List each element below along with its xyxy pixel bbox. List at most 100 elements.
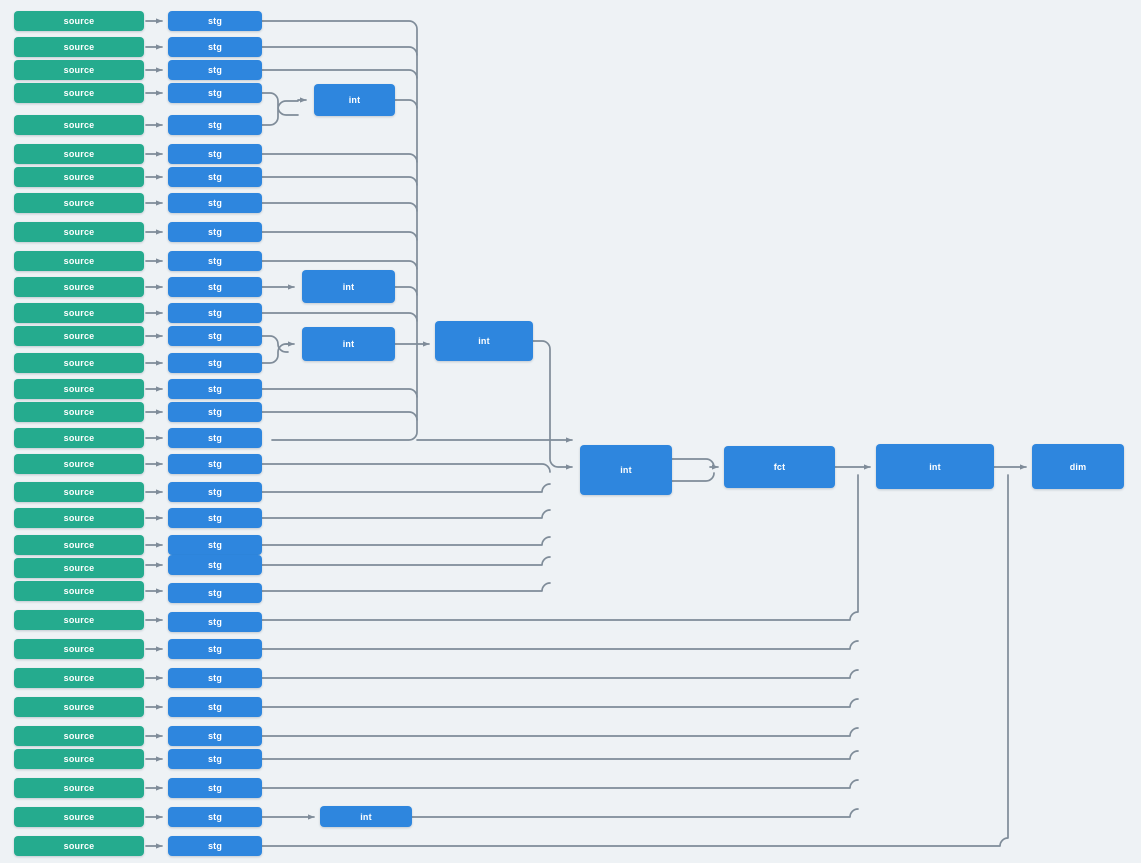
node-stg9[interactable]: stg: [168, 222, 262, 242]
node-stg21[interactable]: stg: [168, 535, 262, 555]
node-src9[interactable]: source: [14, 222, 144, 242]
node-label: fct: [773, 462, 786, 472]
node-label: stg: [207, 407, 223, 417]
node-label: stg: [207, 433, 223, 443]
node-stg14[interactable]: stg: [168, 353, 262, 373]
lower-bus-edges: [261, 474, 859, 818]
node-label: stg: [207, 384, 223, 394]
node-stg29[interactable]: stg: [168, 749, 262, 769]
node-stg11[interactable]: stg: [168, 277, 262, 297]
node-label: stg: [207, 172, 223, 182]
node-stg3[interactable]: stg: [168, 60, 262, 80]
node-stg22[interactable]: stg: [168, 555, 262, 575]
node-label: source: [63, 88, 95, 98]
node-stg2[interactable]: stg: [168, 37, 262, 57]
node-src6[interactable]: source: [14, 144, 144, 164]
node-int2[interactable]: int: [302, 270, 395, 303]
node-src10[interactable]: source: [14, 251, 144, 271]
node-src26[interactable]: source: [14, 668, 144, 688]
node-src31[interactable]: source: [14, 807, 144, 827]
node-stg4[interactable]: stg: [168, 83, 262, 103]
node-src12[interactable]: source: [14, 303, 144, 323]
node-stg31[interactable]: stg: [168, 807, 262, 827]
node-stg24[interactable]: stg: [168, 612, 262, 632]
node-stg18[interactable]: stg: [168, 454, 262, 474]
node-label: dim: [1069, 461, 1087, 472]
node-label: source: [63, 586, 95, 596]
node-src16[interactable]: source: [14, 402, 144, 422]
node-src17[interactable]: source: [14, 428, 144, 448]
node-int1[interactable]: int: [314, 84, 395, 116]
node-src21[interactable]: source: [14, 535, 144, 555]
node-stg13[interactable]: stg: [168, 326, 262, 346]
node-int5[interactable]: int: [580, 445, 672, 495]
node-int4[interactable]: int: [435, 321, 533, 361]
node-label: stg: [207, 513, 223, 523]
node-int7[interactable]: int: [320, 806, 412, 827]
node-label: stg: [207, 282, 223, 292]
node-src13[interactable]: source: [14, 326, 144, 346]
node-src5[interactable]: source: [14, 115, 144, 135]
node-label: stg: [207, 560, 223, 570]
node-label: stg: [207, 256, 223, 266]
mid-bus-edges: [261, 463, 551, 592]
node-src18[interactable]: source: [14, 454, 144, 474]
node-fct1[interactable]: fct: [724, 446, 835, 488]
node-src23[interactable]: source: [14, 581, 144, 601]
node-label: int: [342, 339, 355, 349]
node-int3[interactable]: int: [302, 327, 395, 361]
node-src24[interactable]: source: [14, 610, 144, 630]
node-src25[interactable]: source: [14, 639, 144, 659]
node-label: source: [63, 308, 95, 318]
node-int6[interactable]: int: [876, 444, 994, 489]
node-src3[interactable]: source: [14, 60, 144, 80]
node-stg7[interactable]: stg: [168, 167, 262, 187]
node-src20[interactable]: source: [14, 508, 144, 528]
node-src7[interactable]: source: [14, 167, 144, 187]
node-stg16[interactable]: stg: [168, 402, 262, 422]
node-src11[interactable]: source: [14, 277, 144, 297]
node-label: int: [360, 811, 372, 822]
node-label: int: [620, 465, 632, 475]
node-stg20[interactable]: stg: [168, 508, 262, 528]
node-label: source: [63, 407, 95, 417]
node-stg8[interactable]: stg: [168, 193, 262, 213]
node-label: source: [63, 644, 95, 654]
node-src14[interactable]: source: [14, 353, 144, 373]
node-stg27[interactable]: stg: [168, 697, 262, 717]
node-dim1[interactable]: dim: [1032, 444, 1124, 489]
node-stg23[interactable]: stg: [168, 583, 262, 603]
node-stg25[interactable]: stg: [168, 639, 262, 659]
node-src15[interactable]: source: [14, 379, 144, 399]
node-stg30[interactable]: stg: [168, 778, 262, 798]
node-stg10[interactable]: stg: [168, 251, 262, 271]
node-stg6[interactable]: stg: [168, 144, 262, 164]
node-src29[interactable]: source: [14, 749, 144, 769]
node-stg26[interactable]: stg: [168, 668, 262, 688]
node-src32[interactable]: source: [14, 836, 144, 856]
node-stg17[interactable]: stg: [168, 428, 262, 448]
node-src4[interactable]: source: [14, 83, 144, 103]
node-stg12[interactable]: stg: [168, 303, 262, 323]
node-stg5[interactable]: stg: [168, 115, 262, 135]
node-stg19[interactable]: stg: [168, 482, 262, 502]
node-src2[interactable]: source: [14, 37, 144, 57]
node-src1[interactable]: source: [14, 11, 144, 31]
node-label: source: [63, 513, 95, 523]
node-label: stg: [207, 487, 223, 497]
node-src19[interactable]: source: [14, 482, 144, 502]
node-label: stg: [207, 198, 223, 208]
node-src8[interactable]: source: [14, 193, 144, 213]
node-label: source: [63, 358, 95, 368]
node-src28[interactable]: source: [14, 726, 144, 746]
node-src27[interactable]: source: [14, 697, 144, 717]
node-stg28[interactable]: stg: [168, 726, 262, 746]
node-stg32[interactable]: stg: [168, 836, 262, 856]
node-stg1[interactable]: stg: [168, 11, 262, 31]
node-src30[interactable]: source: [14, 778, 144, 798]
node-label: stg: [207, 227, 223, 237]
node-src22[interactable]: source: [14, 558, 144, 578]
stg32-to-dim: [261, 474, 1009, 847]
node-label: source: [63, 198, 95, 208]
node-stg15[interactable]: stg: [168, 379, 262, 399]
